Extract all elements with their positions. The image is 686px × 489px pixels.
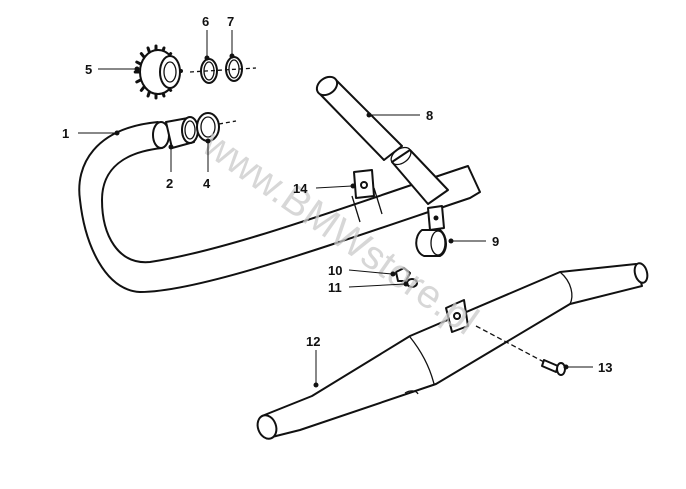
callout-1: 1 [62, 126, 120, 141]
callout-number: 12 [306, 334, 320, 349]
exhaust-pipe [78, 121, 481, 293]
callout-number: 13 [598, 360, 612, 375]
pipe-clamp [415, 205, 447, 257]
callout-11: 11 [328, 280, 409, 295]
callout-10: 10 [328, 263, 396, 278]
callout-6: 6 [202, 14, 210, 61]
nut [395, 267, 411, 282]
crossover-pipe [315, 75, 449, 205]
clamp-ring [196, 112, 237, 142]
callout-number: 10 [328, 263, 342, 278]
callout-13: 13 [563, 360, 612, 375]
callout-number: 7 [227, 14, 234, 29]
callout-number: 5 [85, 62, 92, 77]
callout-5: 5 [85, 62, 140, 77]
callout-14: 14 [293, 181, 356, 196]
callout-number: 8 [426, 108, 433, 123]
silencer-bracket [445, 299, 469, 333]
callout-number: 9 [492, 234, 499, 249]
callout-12: 12 [306, 334, 320, 388]
callout-2: 2 [166, 144, 174, 191]
pipe-sleeve [165, 116, 199, 149]
finned-nut [133, 44, 183, 100]
callout-8: 8 [366, 108, 433, 123]
screw [475, 325, 566, 376]
callout-7: 7 [227, 14, 235, 59]
callout-number: 4 [203, 176, 211, 191]
bracket [353, 169, 375, 199]
silencer [256, 262, 649, 440]
callout-number: 1 [62, 126, 69, 141]
callout-number: 14 [293, 181, 308, 196]
callout-number: 11 [328, 280, 342, 295]
callout-4: 4 [203, 138, 211, 191]
callout-number: 6 [202, 14, 209, 29]
callout-9: 9 [448, 234, 499, 249]
callout-number: 2 [166, 176, 173, 191]
